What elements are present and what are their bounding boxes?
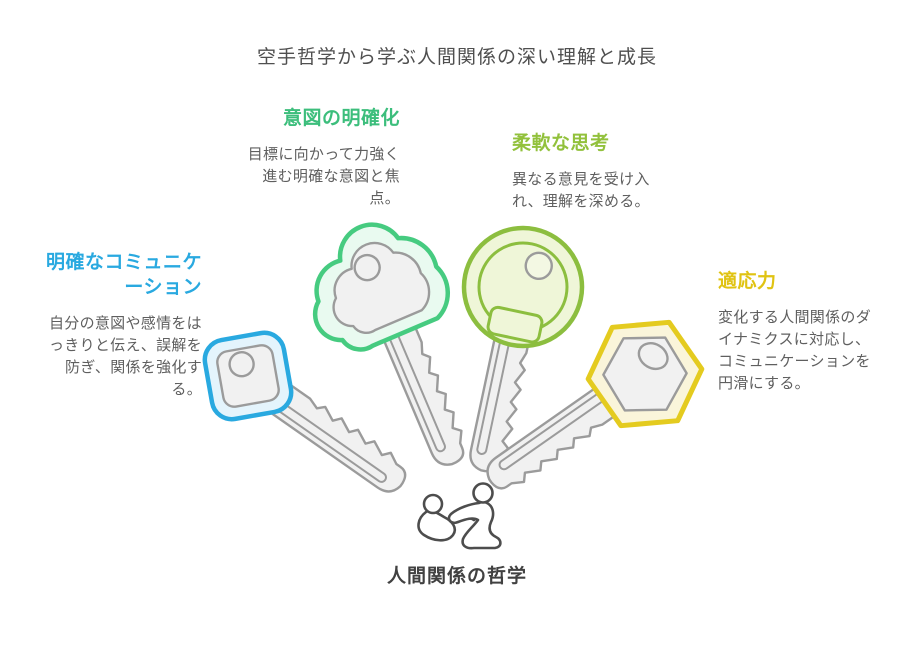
description-line: 自分の意図や感情をは bbox=[48, 315, 202, 332]
hexagon-key-icon bbox=[480, 299, 718, 499]
block-clear-communication: 明確なコミュニケ ーション 自分の意図や感情をは っきりと伝え、誤解を 防ぎ、関… bbox=[22, 250, 202, 401]
description-adaptability: 変化する人間関係のダ イナミクスに対応し、 コミュニケーションを 円滑にする。 bbox=[718, 307, 902, 395]
description-line: イナミクスに対応し、 bbox=[718, 331, 871, 348]
round-key-icon bbox=[461, 225, 585, 477]
description-line: 変化する人間関係のダ bbox=[718, 309, 872, 326]
heading-clear-communication: 明確なコミュニケ ーション bbox=[22, 250, 202, 300]
page-title: 空手哲学から学ぶ人間関係の深い理解と成長 bbox=[256, 47, 657, 68]
description-line: っきりと伝え、誤解を bbox=[48, 337, 202, 354]
description-line: 進む明確な意図と焦 bbox=[262, 168, 400, 185]
description-line: 異なる意見を受け入 bbox=[512, 171, 650, 188]
description-flexible-thinking: 異なる意見を受け入 れ、理解を深める。 bbox=[512, 169, 690, 213]
clover-key-icon bbox=[289, 204, 474, 471]
block-intention-clarity: 意図の明確化 目標に向かって力強く 進む明確な意図と焦 点。 bbox=[226, 106, 400, 210]
description-clear-communication: 自分の意図や感情をは っきりと伝え、誤解を 防ぎ、関係を強化す る。 bbox=[22, 313, 202, 401]
heading-intention-clarity: 意図の明確化 bbox=[282, 108, 400, 129]
heading-line: 明確なコミュニケ bbox=[45, 252, 202, 273]
block-flexible-thinking: 柔軟な思考 異なる意見を受け入 れ、理解を深める。 bbox=[512, 131, 690, 213]
description-intention-clarity: 目標に向かって力強く 進む明確な意図と焦 点。 bbox=[226, 144, 400, 210]
heading-adaptability: 適応力 bbox=[718, 271, 777, 292]
block-adaptability: 適応力 変化する人間関係のダ イナミクスに対応し、 コミュニケーションを 円滑に… bbox=[718, 269, 902, 395]
heading-flexible-thinking: 柔軟な思考 bbox=[512, 133, 610, 154]
grappling-people-icon bbox=[417, 482, 502, 550]
description-line: 目標に向かって力強く bbox=[247, 146, 400, 163]
center-label: 人間関係の哲学 bbox=[386, 566, 527, 587]
diamond-key-icon bbox=[202, 330, 415, 499]
description-line: れ、理解を深める。 bbox=[512, 193, 650, 210]
heading-line: ーション bbox=[124, 277, 202, 298]
description-line: 円滑にする。 bbox=[718, 375, 810, 392]
description-line: コミュニケーションを bbox=[718, 353, 871, 370]
description-line: る。 bbox=[171, 381, 202, 398]
description-line: 防ぎ、関係を強化す bbox=[65, 359, 202, 376]
description-line: 点。 bbox=[369, 190, 400, 207]
